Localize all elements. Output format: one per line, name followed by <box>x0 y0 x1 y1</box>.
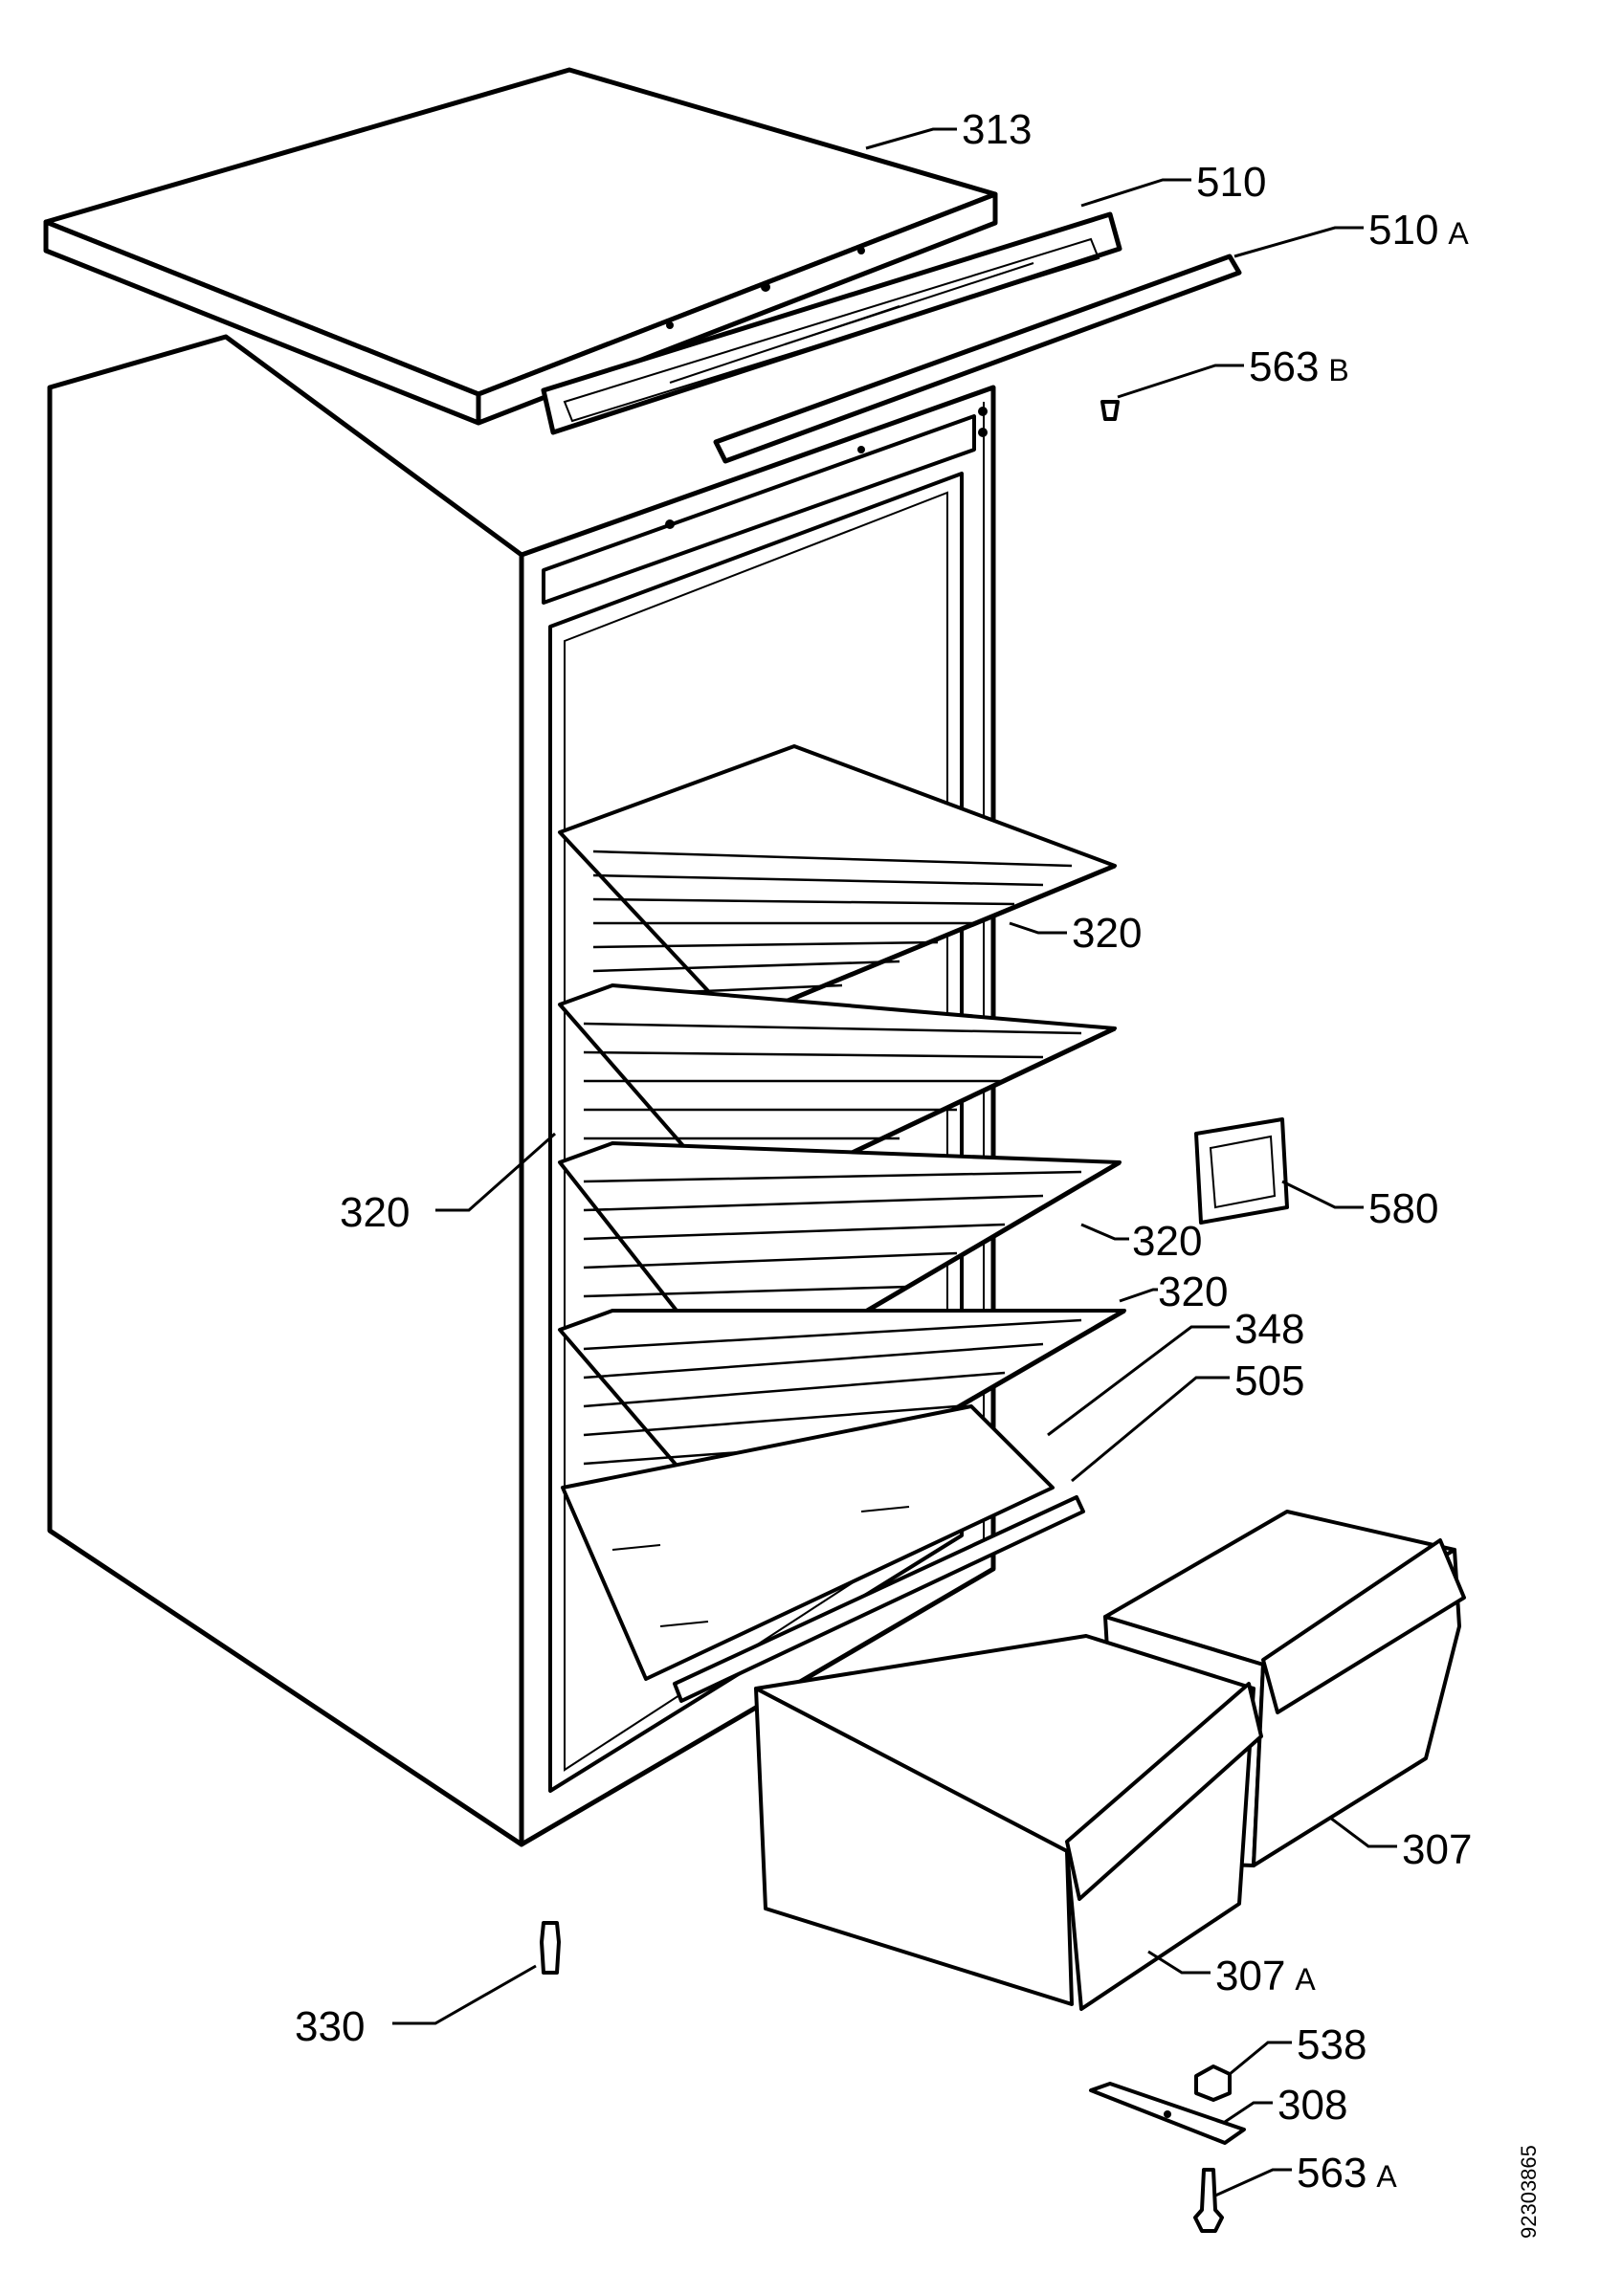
leader-lines <box>392 127 1397 2197</box>
label-320-lower: 320 <box>1132 1218 1202 1265</box>
lamp-cover <box>1194 1117 1289 1225</box>
screw-563a <box>1193 2168 1224 2233</box>
screw-563b <box>1100 400 1120 421</box>
top-cover <box>43 67 998 426</box>
crisper-front <box>754 1634 1263 2011</box>
hinge-308 <box>1089 2082 1246 2145</box>
hinge-pin-538 <box>1194 2064 1232 2102</box>
label-320-bottom: 320 <box>1158 1269 1228 1315</box>
label-580: 580 <box>1368 1185 1438 1232</box>
label-348: 348 <box>1234 1306 1304 1353</box>
shelf-1 <box>558 744 1117 1025</box>
drawing-code: 92303865 <box>1517 2145 1541 2239</box>
label-320-top: 320 <box>1072 910 1142 957</box>
front-strip <box>673 1495 1085 1703</box>
glass-plate <box>561 1404 1055 1681</box>
label-538: 538 <box>1297 2021 1366 2068</box>
label-330: 330 <box>295 2003 365 2050</box>
label-320-left: 320 <box>340 1189 410 1236</box>
foot-330 <box>540 1921 561 1975</box>
label-505: 505 <box>1234 1358 1304 1404</box>
label-313: 313 <box>962 106 1032 153</box>
control-panel <box>541 211 1122 435</box>
label-307: 307 <box>1402 1826 1472 1873</box>
trim-strip <box>713 254 1242 464</box>
label-510: 510 <box>1196 159 1266 206</box>
label-308: 308 <box>1278 2082 1347 2129</box>
